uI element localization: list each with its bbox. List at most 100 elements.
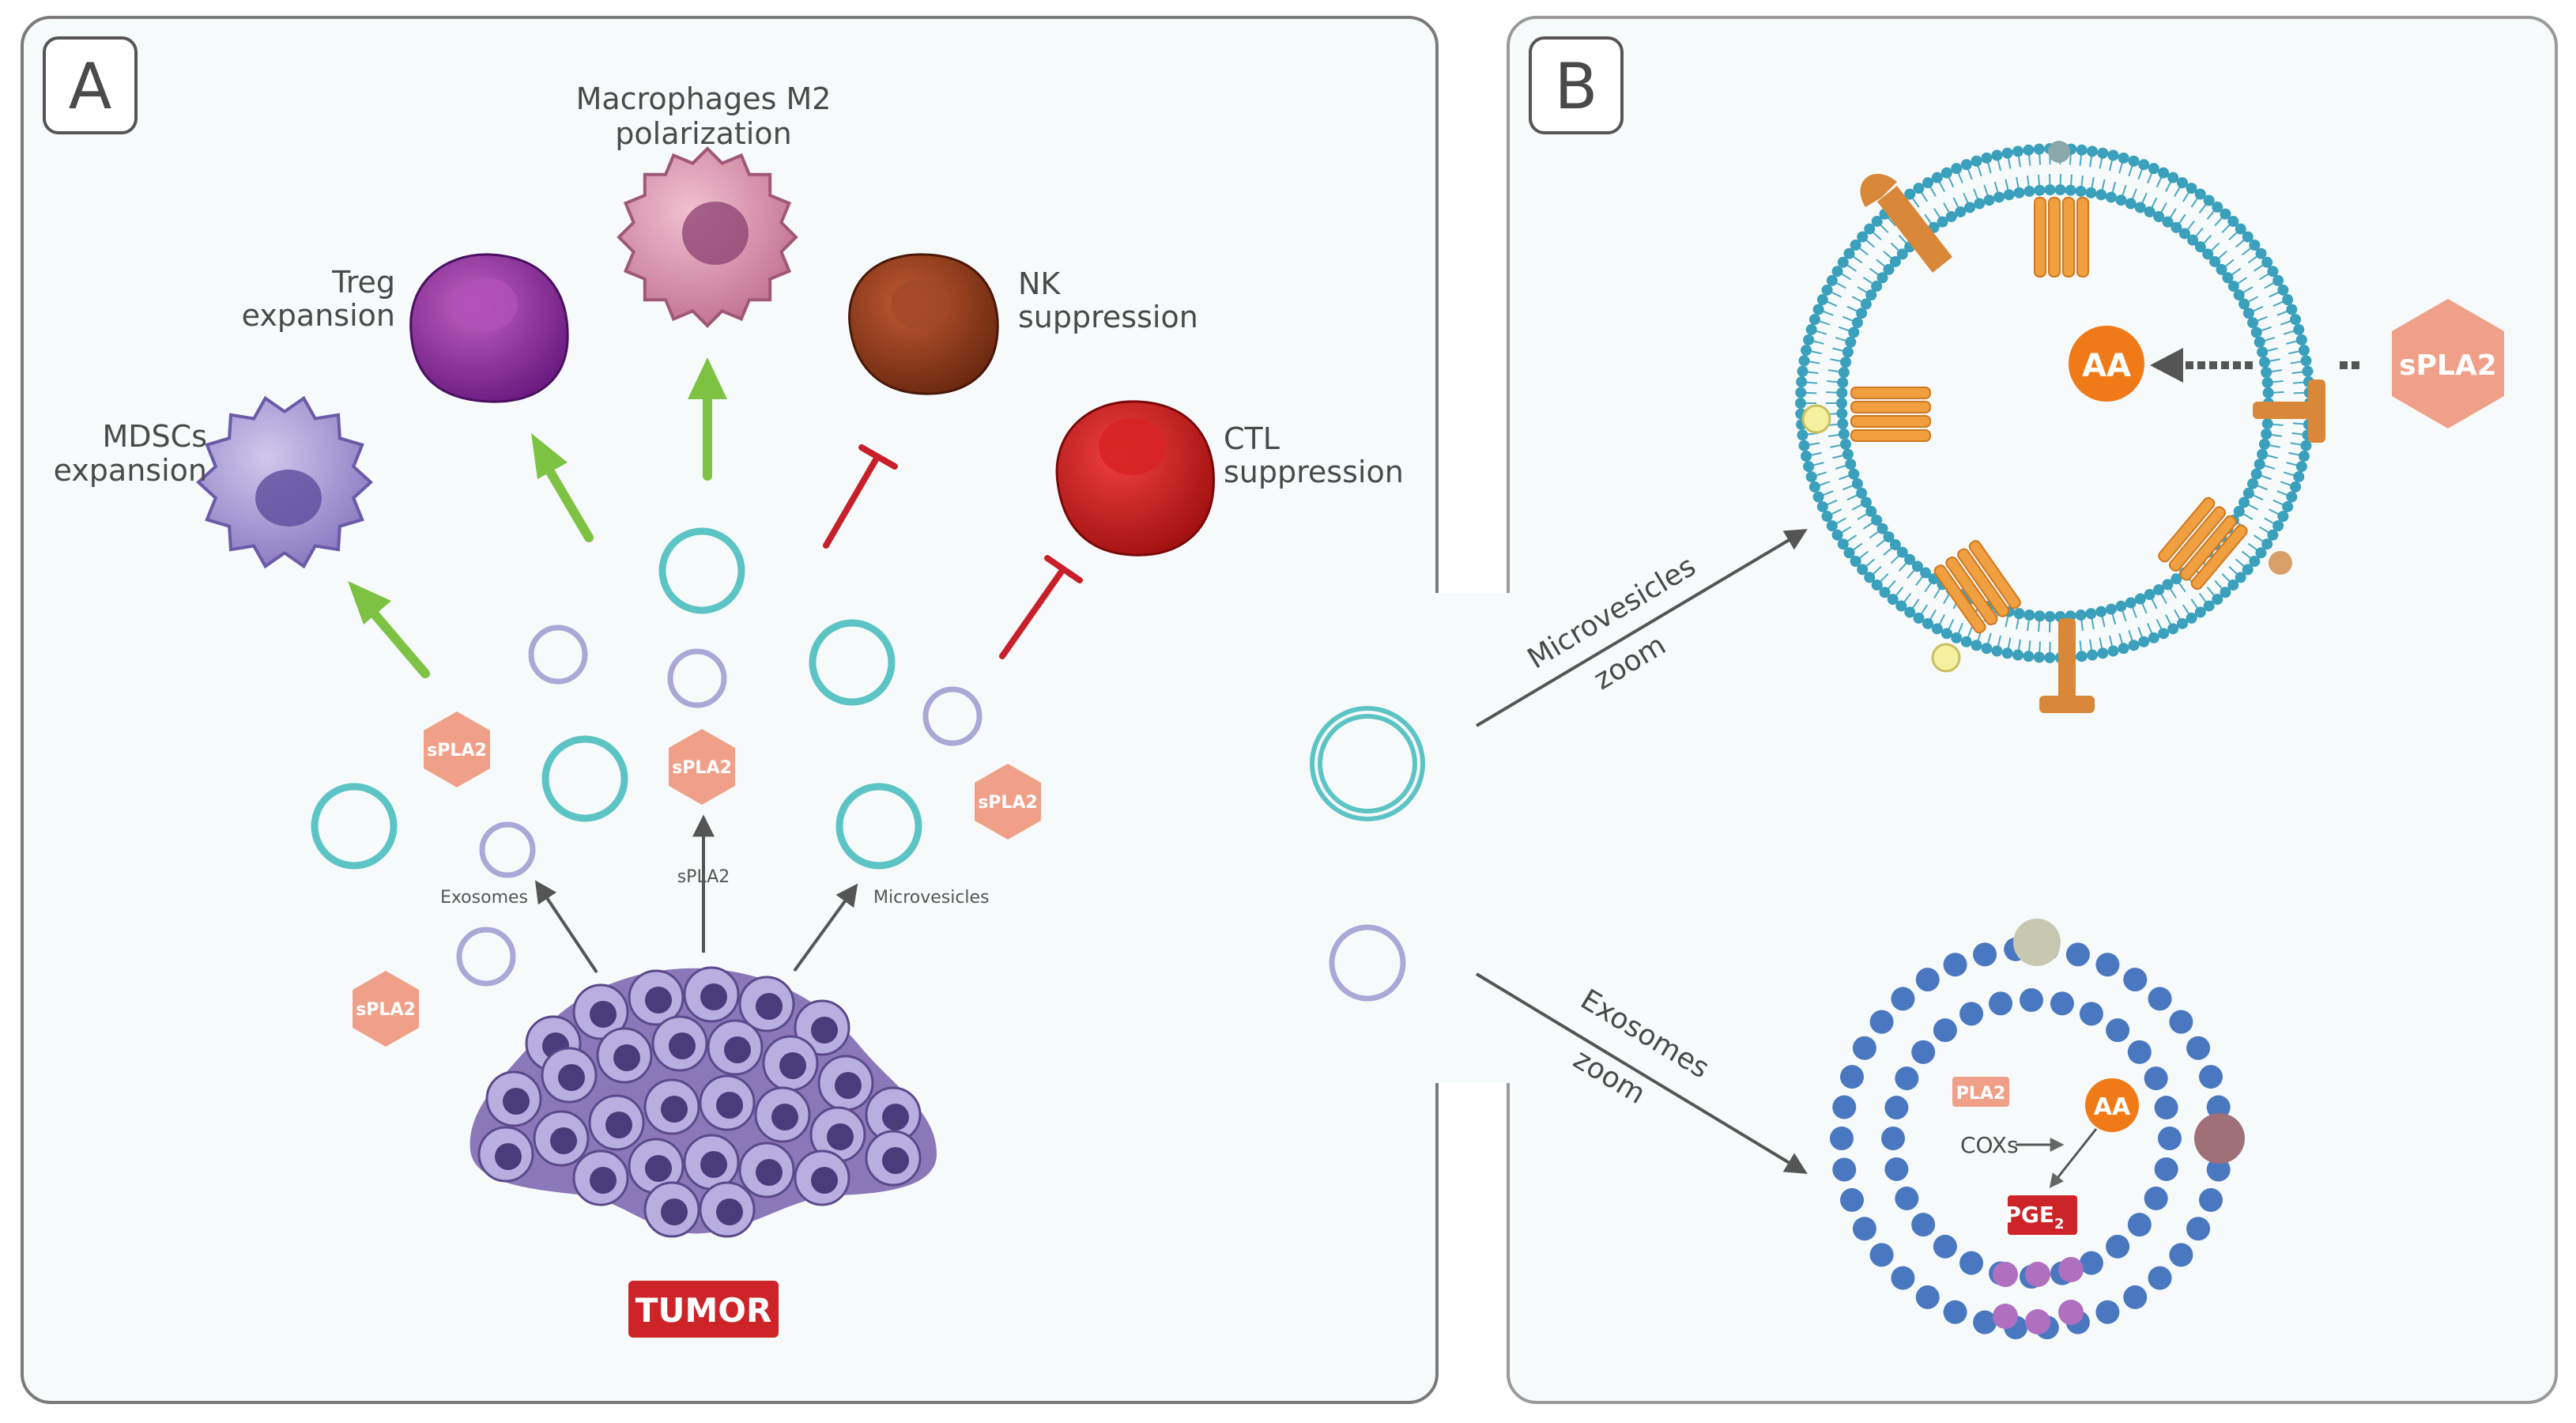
release-label-spla2: sPLA2 — [677, 867, 730, 887]
lipid-head — [1842, 448, 1854, 460]
lipid-head — [2290, 314, 2302, 326]
tumor-cell-nucleus — [669, 1032, 696, 1059]
lipid-head — [2138, 636, 2150, 647]
lipid-head — [2171, 573, 2182, 585]
lipid-head — [2065, 184, 2076, 196]
lipid-head — [2044, 610, 2056, 622]
svg-text:PLA2: PLA2 — [1956, 1084, 2005, 1104]
lipid-head — [2128, 155, 2140, 167]
mdsc-label-line1: MDSCs — [103, 419, 208, 454]
lipid-head — [2267, 266, 2279, 277]
lipid-head — [1837, 418, 1849, 430]
lipid-head — [1883, 263, 1895, 275]
lipid-head — [1843, 247, 1855, 259]
lipid-head — [2249, 239, 2261, 251]
treg-label-line2: expansion — [242, 298, 395, 333]
lipid-head — [1864, 572, 1876, 583]
lipid-head — [1845, 459, 1857, 470]
lipid-head — [2222, 272, 2234, 284]
lipid-head — [2282, 294, 2294, 306]
lipid-head — [2298, 450, 2310, 462]
lipid-head — [2105, 191, 2117, 203]
tumor-cell-nucleus — [724, 1036, 751, 1063]
lipid-head — [2250, 468, 2262, 480]
lipid-head — [2044, 184, 2056, 196]
lipid-head — [2118, 152, 2129, 164]
lipid-head — [2255, 547, 2267, 559]
lipid-head — [2034, 184, 2046, 196]
lipid-head — [2203, 194, 2215, 206]
tumor-cell-nucleus — [550, 1127, 577, 1154]
lipid-head — [2238, 496, 2250, 508]
lipid-head — [1955, 206, 1967, 217]
lipid-head — [2302, 365, 2314, 377]
ctl-label-line2: suppression — [1224, 455, 1404, 489]
lipid-head — [2254, 459, 2265, 470]
lipid-head — [2167, 172, 2179, 183]
exosome-lipid — [1852, 1217, 1876, 1241]
lipid-head — [1795, 398, 1806, 409]
exosome-lipid — [1973, 942, 1997, 967]
lipid-head — [2115, 600, 2127, 612]
lipid-head — [1904, 553, 1916, 565]
lipid-head — [1951, 163, 1963, 175]
exosome-lipid — [1895, 1186, 1919, 1210]
exosome-lipid — [2079, 1002, 2103, 1026]
lipid-head — [2227, 579, 2239, 591]
lipid-head — [1795, 387, 1807, 398]
lipid-head — [2125, 597, 2137, 609]
exosome-lipid — [1911, 1040, 1936, 1064]
lipid-head — [1836, 398, 1847, 409]
ctl-label-line1: CTL — [1224, 421, 1280, 456]
lipid-head — [1879, 587, 1891, 598]
lipid-head — [2167, 623, 2179, 635]
lipid-raft-dot — [1931, 643, 1961, 673]
nk-cell — [848, 253, 999, 395]
svg-text:AA: AA — [2094, 1093, 2131, 1121]
lipid-head — [1904, 606, 1916, 618]
lipid-head — [2282, 500, 2294, 512]
lipid-head — [2128, 640, 2140, 651]
lipid-head — [2242, 487, 2254, 499]
exosome-lipid — [1884, 1157, 1909, 1181]
lipid-head — [1981, 643, 1993, 655]
exosome-lipid — [1933, 1234, 1957, 1259]
lipid-head — [1805, 471, 1817, 483]
lipid-head — [2095, 606, 2107, 617]
exosome-lipid — [2106, 1018, 2130, 1043]
lipid-head — [1850, 556, 1861, 568]
lipid-head — [2178, 228, 2190, 240]
lipid-head — [2054, 184, 2066, 196]
lipid-head — [1871, 514, 1883, 526]
lipid-head — [2012, 145, 2023, 157]
lipid-head — [1797, 429, 1808, 441]
lipid-head — [1808, 314, 1820, 326]
lipid-head — [2262, 387, 2274, 398]
lipid-head — [1798, 355, 1810, 367]
lipid-head — [1940, 628, 1952, 640]
lipid-head — [2013, 608, 2025, 620]
lipid-head — [2220, 587, 2231, 598]
lipid-head — [2290, 481, 2302, 493]
tumor-cell-nucleus — [827, 1123, 854, 1150]
lipid-head — [1826, 520, 1838, 532]
lipid-head — [2148, 632, 2159, 644]
lipid-head — [2158, 167, 2170, 179]
lipid-head — [1840, 357, 1852, 368]
exosome-lipid — [2050, 991, 2074, 1016]
lipid-head — [1911, 561, 1923, 572]
lipid-head — [2144, 206, 2155, 217]
lipid-head — [2261, 418, 2273, 430]
lipid-head — [1851, 317, 1863, 329]
lipid-head — [1837, 538, 1849, 550]
lipid-head — [1964, 202, 1976, 213]
lipid-head — [1913, 612, 1925, 624]
lipid-head — [1821, 511, 1833, 523]
exosome-lipid — [2169, 1243, 2193, 1267]
lipid-head — [1801, 345, 1812, 357]
lipid-head — [1812, 491, 1824, 503]
lipid-head — [2044, 651, 2056, 663]
lipid-head — [2286, 491, 2298, 503]
lipid-head — [1945, 211, 1957, 223]
lipid-head — [2023, 185, 2035, 197]
